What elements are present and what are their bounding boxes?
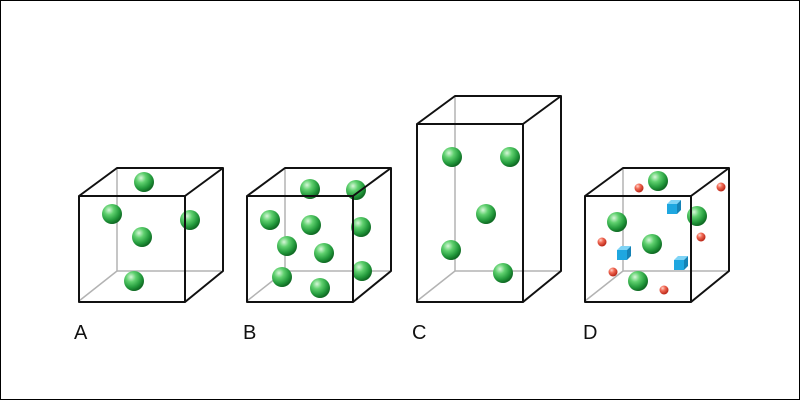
green-sphere-icon <box>124 271 144 291</box>
box-a-front-edges <box>78 167 224 303</box>
box-c-front-edges <box>416 95 562 303</box>
box-b-front-edges <box>246 167 392 303</box>
box-c-particles <box>441 147 520 283</box>
box-d-front-edges <box>584 167 730 303</box>
box-c-hidden-edges <box>416 96 561 302</box>
box-a <box>78 167 224 303</box>
green-sphere-icon <box>132 227 152 247</box>
box-c-label: C <box>412 322 427 344</box>
green-sphere-icon <box>272 267 292 287</box>
blue-cube-icon <box>617 246 631 260</box>
box-a-particles <box>102 172 200 291</box>
green-sphere-icon <box>260 210 280 230</box>
blue-cube-icon <box>667 200 681 214</box>
green-sphere-icon <box>628 271 648 291</box>
red-sphere-icon <box>597 237 607 247</box>
red-sphere-icon <box>634 183 644 193</box>
green-sphere-icon <box>310 278 330 298</box>
green-sphere-icon <box>180 210 200 230</box>
green-sphere-icon <box>500 147 520 167</box>
box-d <box>584 167 730 303</box>
green-sphere-icon <box>314 243 334 263</box>
green-sphere-icon <box>648 171 668 191</box>
green-sphere-icon <box>352 261 372 281</box>
box-c <box>416 95 562 303</box>
box-b-label: B <box>243 322 257 344</box>
green-sphere-icon <box>300 179 320 199</box>
green-sphere-icon <box>441 240 461 260</box>
blue-cube-icon <box>674 256 688 270</box>
green-sphere-icon <box>277 236 297 256</box>
green-sphere-icon <box>607 212 627 232</box>
red-sphere-icon <box>696 232 706 242</box>
box-b-particles <box>260 179 372 298</box>
box-a-label: A <box>74 322 88 344</box>
red-sphere-icon <box>716 182 726 192</box>
box-b <box>246 167 392 303</box>
green-sphere-icon <box>476 204 496 224</box>
red-sphere-icon <box>608 267 618 277</box>
green-sphere-icon <box>134 172 154 192</box>
green-sphere-icon <box>493 263 513 283</box>
green-sphere-icon <box>102 204 122 224</box>
green-sphere-icon <box>301 215 321 235</box>
box-d-label: D <box>583 322 598 344</box>
green-sphere-icon <box>442 147 462 167</box>
green-sphere-icon <box>351 217 371 237</box>
green-sphere-icon <box>642 234 662 254</box>
red-sphere-icon <box>659 285 669 295</box>
